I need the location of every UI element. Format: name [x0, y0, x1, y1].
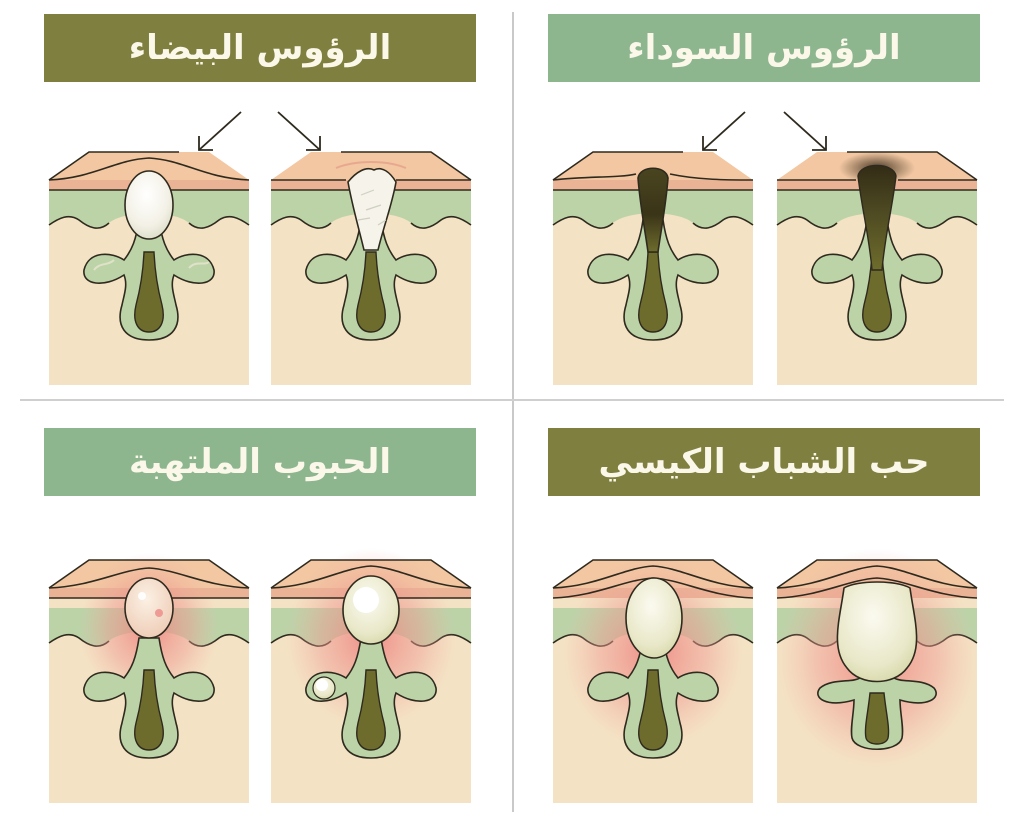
- inflamed-pimples-title-banner: الحبوب الملتهبة: [44, 428, 476, 496]
- pustule-illustration: [270, 548, 472, 804]
- cyst-forming-illustration: [552, 558, 754, 804]
- cystic-acne-title: حب الشباب الكيسي: [598, 442, 930, 482]
- whiteheads-title: الرؤوس البيضاء: [128, 28, 392, 68]
- whitehead-closed-illustration: [48, 111, 250, 386]
- cystic-acne-panel-1: [548, 528, 758, 808]
- papule-illustration: [48, 553, 250, 804]
- cystic-acne-title-banner: حب الشباب الكيسي: [548, 428, 980, 496]
- whiteheads-panel-2: [266, 110, 476, 390]
- cystic-acne-panel-2: [772, 528, 982, 808]
- horizontal-divider: [20, 399, 1004, 401]
- blackheads-panel-2: [772, 110, 982, 390]
- whiteheads-title-banner: الرؤوس البيضاء: [44, 14, 476, 82]
- inflamed-pimples-title: الحبوب الملتهبة: [128, 442, 392, 482]
- deep-cyst-illustration: [776, 548, 978, 804]
- whitehead-open-illustration: [270, 111, 472, 386]
- inflamed-pimples-panel-1: [44, 528, 254, 808]
- vertical-divider: [512, 12, 514, 812]
- blackhead-oxidized-illustration: [776, 111, 978, 386]
- whiteheads-panel-1: [44, 110, 254, 390]
- blackheads-panel-1: [548, 110, 758, 390]
- blackheads-title: الرؤوس السوداء: [627, 28, 901, 68]
- blackheads-title-banner: الرؤوس السوداء: [548, 14, 980, 82]
- inflamed-pimples-panel-2: [266, 528, 476, 808]
- blackhead-open-illustration: [552, 111, 754, 386]
